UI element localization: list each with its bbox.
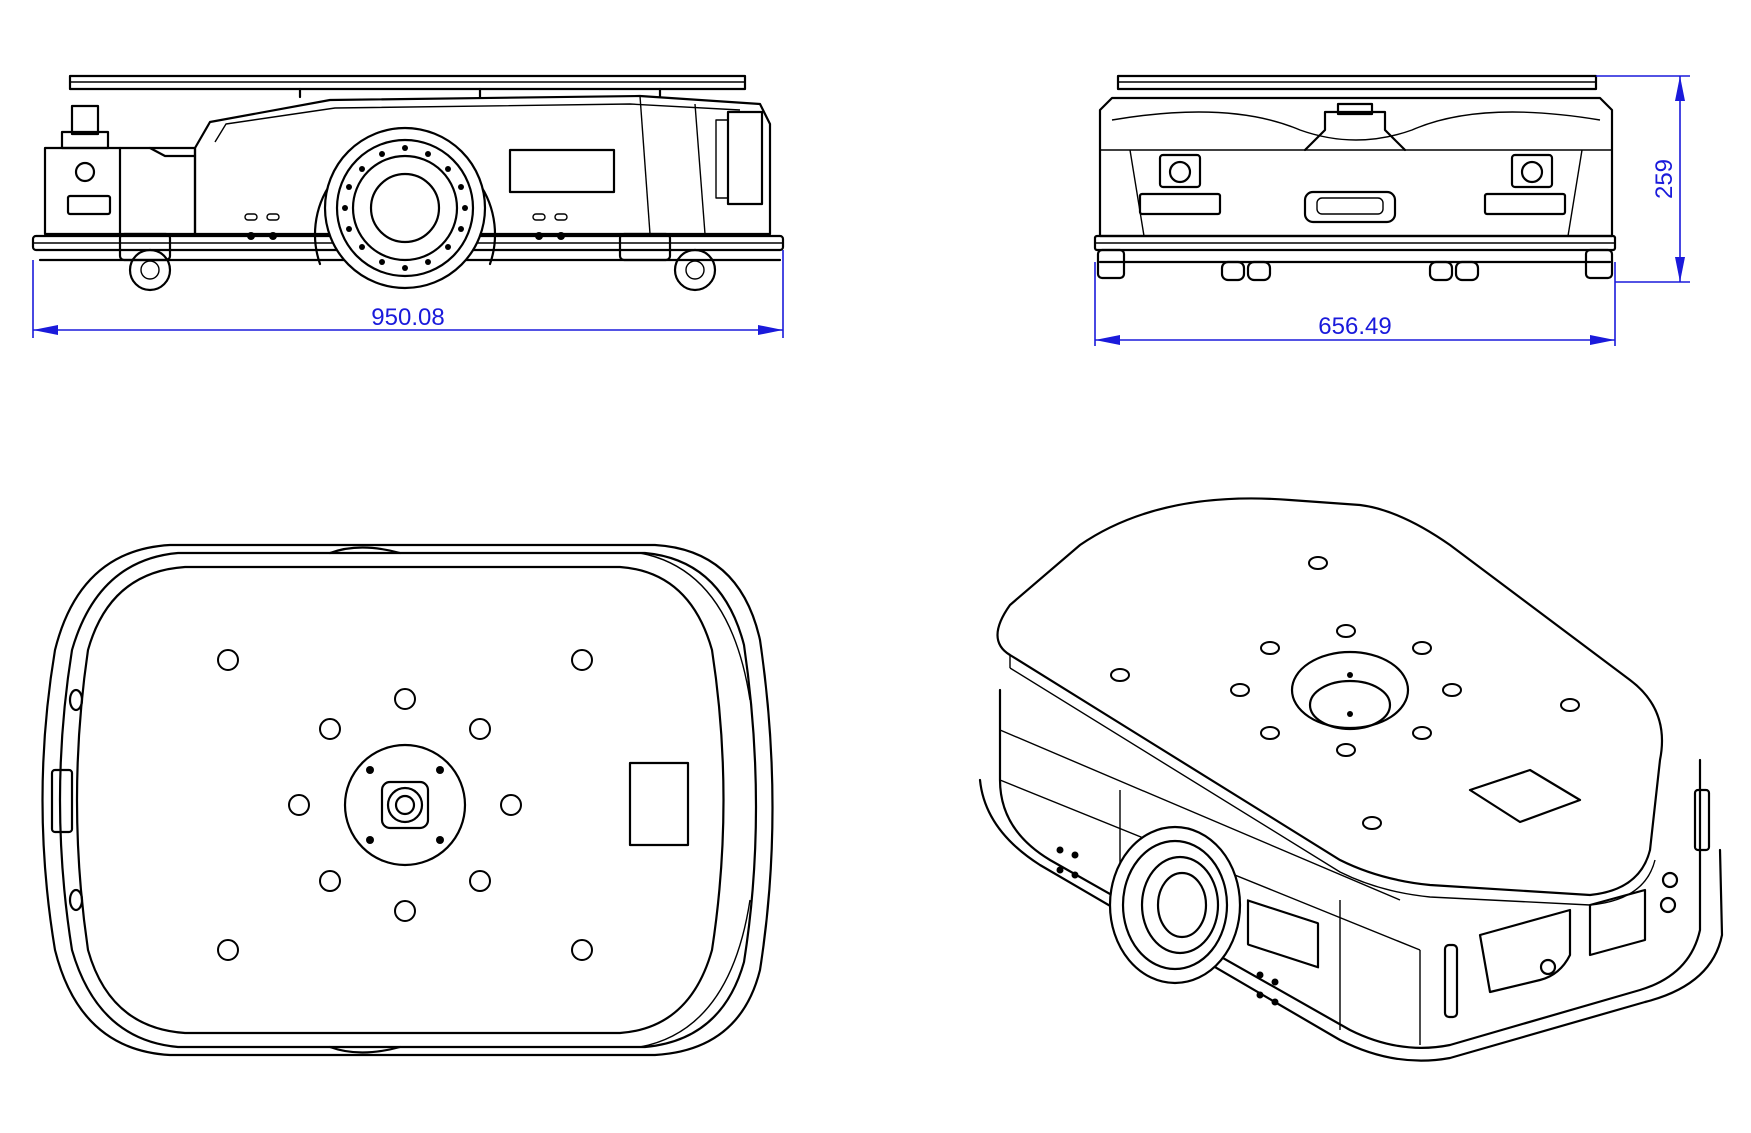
length-dimension: 950.08 (32, 250, 784, 338)
side-view (31, 74, 785, 292)
width-dimension: 656.49 (1094, 262, 1616, 346)
top-view (41, 543, 774, 1057)
front-view (1093, 74, 1617, 282)
height-label: 259 (1651, 159, 1678, 199)
length-label: 950.08 (371, 304, 444, 331)
wheel-bolt-ring (342, 145, 468, 271)
width-label: 656.49 (1318, 313, 1391, 340)
height-dimension: 259 (1596, 75, 1690, 283)
isometric-view (978, 497, 1724, 1062)
